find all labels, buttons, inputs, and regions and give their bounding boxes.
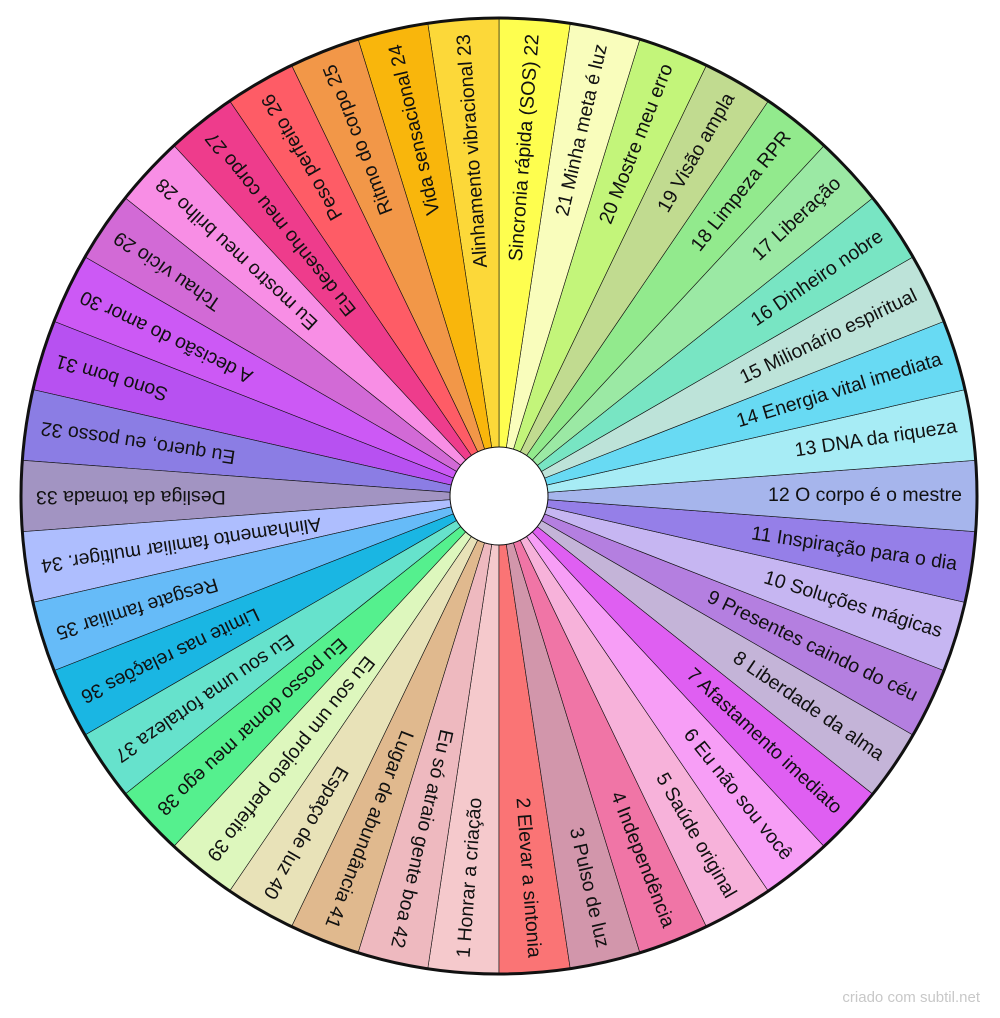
wheel-segments <box>20 17 978 975</box>
credit-text: criado com subtil.net <box>842 989 980 1006</box>
wheel-hub[interactable] <box>449 446 549 546</box>
segment-label: 12 O corpo é o mestre <box>768 484 962 506</box>
wheel-rim <box>19 16 979 976</box>
segment-label: Desliga da tomada 33 <box>36 486 226 508</box>
